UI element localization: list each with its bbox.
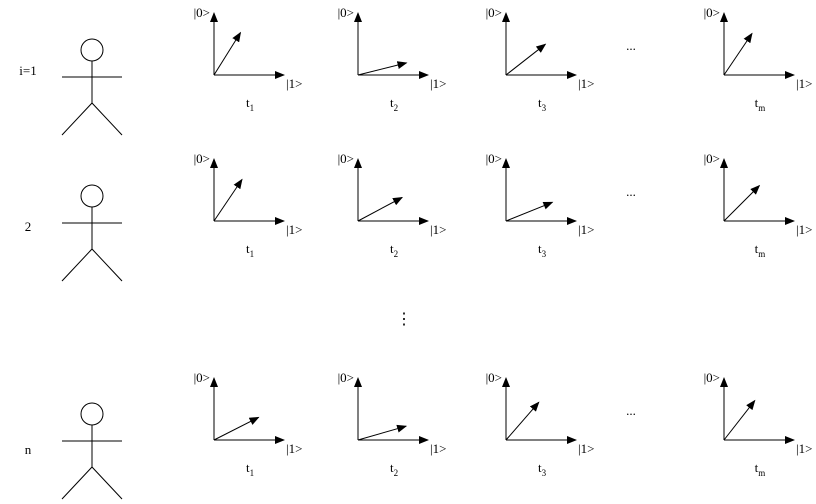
person-icon (61, 402, 123, 500)
state-panel: |0> |1> t3 (486, 151, 595, 259)
state-panel: |0> |1> t1 (194, 370, 303, 478)
ket0-label: |0> (704, 151, 720, 166)
ket1-label: |1> (578, 222, 594, 237)
time-label: tm (755, 95, 766, 113)
state-vector-arrow (505, 401, 540, 441)
state-panel: |0> |1> t3 (486, 370, 595, 478)
horizontal-ellipsis: ... (626, 184, 636, 199)
time-label: t2 (390, 95, 398, 113)
ket1-label: |1> (578, 441, 594, 456)
ket0-label: |0> (486, 370, 502, 385)
ket0-label: |0> (486, 151, 502, 166)
ket0-label: |0> (194, 151, 210, 166)
row-label: i=1 (19, 63, 36, 78)
time-label: t2 (390, 241, 398, 259)
time-label: t1 (246, 460, 254, 478)
state-panel: |0> |1> tm (704, 5, 813, 113)
row-label: n (25, 442, 32, 457)
state-panel: |0> |1> t2 (338, 370, 447, 478)
time-label: t3 (538, 95, 547, 113)
ket0-label: |0> (338, 5, 354, 20)
state-panel: |0> |1> t2 (338, 5, 447, 113)
row-3: n |0> |1> t1 |0> |1> t2 |0> |1> t3 |0> |1> tm... (25, 370, 813, 500)
vertical-ellipsis: ⋮ (396, 311, 412, 328)
ket1-label: |1> (430, 76, 446, 91)
rows-layer: i=1 |0> |1> t1 |0> |1> t2 |0> |1> t3 |0> |1> tm... 2 |… (19, 5, 813, 500)
ket0-label: |0> (338, 370, 354, 385)
ket0-label: |0> (486, 5, 502, 20)
ket0-label: |0> (704, 5, 720, 20)
ket0-label: |0> (338, 151, 354, 166)
state-vector-arrow (213, 178, 243, 222)
state-vector-arrow (723, 399, 756, 441)
state-panel: |0> |1> tm (704, 151, 813, 259)
time-label: t1 (246, 95, 254, 113)
state-panel: |0> |1> t1 (194, 151, 303, 259)
time-label: t3 (538, 460, 547, 478)
state-vector-arrow (357, 424, 408, 441)
ket1-label: |1> (286, 76, 302, 91)
person-icon (61, 184, 123, 282)
ket1-label: |1> (286, 222, 302, 237)
time-label: t3 (538, 241, 547, 259)
ket0-label: |0> (704, 370, 720, 385)
ket1-label: |1> (286, 441, 302, 456)
row-2: 2 |0> |1> t1 |0> |1> t2 |0> |1> t3 |0> |1> tm... (25, 151, 813, 282)
ket0-label: |0> (194, 370, 210, 385)
person-icon (61, 38, 123, 136)
time-label: tm (755, 241, 766, 259)
time-label: t2 (390, 460, 398, 478)
horizontal-ellipsis: ... (626, 38, 636, 53)
state-panel: |0> |1> t1 (194, 5, 303, 113)
state-vector-arrow (213, 31, 242, 76)
ket1-label: |1> (796, 222, 812, 237)
ket1-label: |1> (430, 222, 446, 237)
state-vector-arrow (213, 416, 260, 441)
ket1-label: |1> (796, 441, 812, 456)
state-panel: |0> |1> t2 (338, 151, 447, 259)
ket1-label: |1> (578, 76, 594, 91)
state-vector-arrow (723, 32, 753, 76)
row-label: 2 (25, 219, 32, 234)
ket1-label: |1> (796, 76, 812, 91)
ket1-label: |1> (430, 441, 446, 456)
row-1: i=1 |0> |1> t1 |0> |1> t2 |0> |1> t3 |0> |1> tm... (19, 5, 813, 136)
ket0-label: |0> (194, 5, 210, 20)
state-vector-arrow (505, 43, 547, 76)
state-panel: |0> |1> t3 (486, 5, 595, 113)
state-vector-arrow (723, 184, 761, 222)
horizontal-ellipsis: ... (626, 403, 636, 418)
state-vector-arrow (505, 201, 554, 222)
time-label: t1 (246, 241, 254, 259)
time-label: tm (755, 460, 766, 478)
state-vector-arrow (357, 197, 403, 222)
state-vector-arrow (357, 61, 408, 76)
state-panel: |0> |1> tm (704, 370, 813, 478)
